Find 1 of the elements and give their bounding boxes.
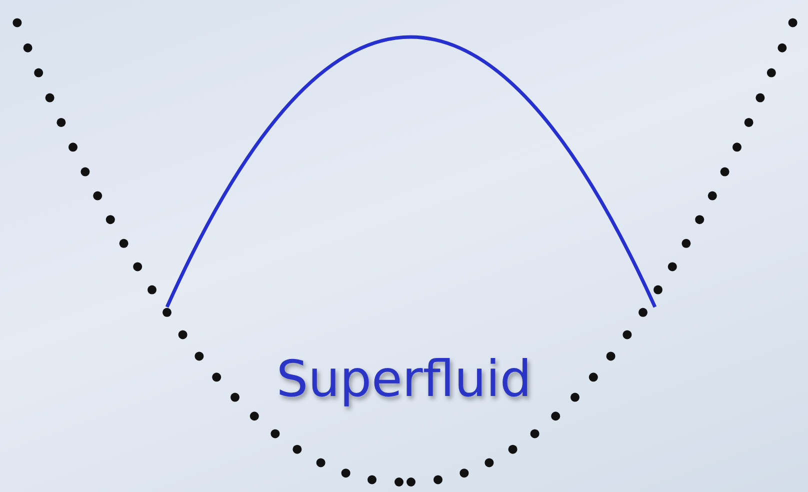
curve-label: Superfluid xyxy=(276,350,532,408)
